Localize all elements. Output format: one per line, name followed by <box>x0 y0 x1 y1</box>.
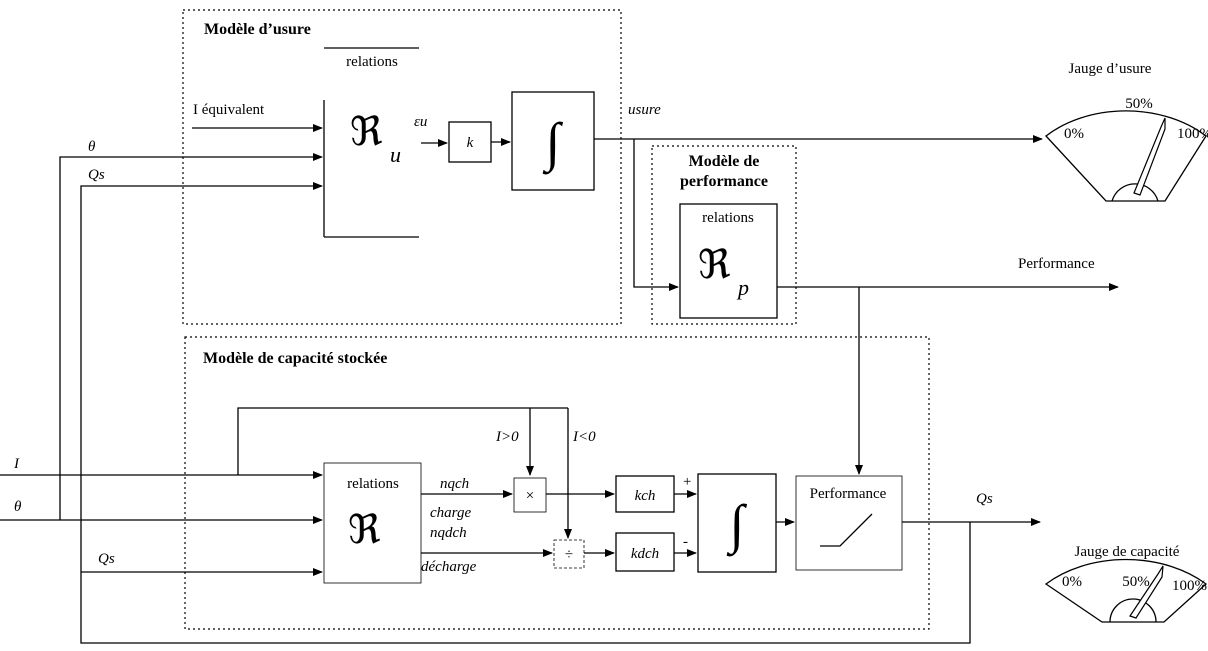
relations-p-label: relations <box>702 210 754 226</box>
gain-kch-label: kch <box>635 488 656 504</box>
qs-feed-line <box>80 182 323 572</box>
capacity-model-frame <box>184 336 930 630</box>
wear-gauge-mid: 50% <box>1125 96 1153 112</box>
multiply-block <box>513 477 547 513</box>
capacity-gauge-min: 0% <box>1062 574 1082 590</box>
integral-capacity-symbol: ∫ <box>727 494 748 557</box>
plus-sign: + <box>683 474 691 490</box>
wear-gauge-hub <box>1111 183 1159 202</box>
i-positive-label: I>0 <box>495 429 519 445</box>
performance-output-label: Performance <box>1018 256 1095 272</box>
capacity-gauge-hub <box>1109 598 1157 623</box>
divide-block <box>553 539 585 569</box>
performance-limiter-block <box>795 475 903 571</box>
saturation-curve <box>820 513 873 547</box>
relations-u-symbol: ℜ <box>350 109 383 154</box>
multiply-symbol: × <box>526 488 534 504</box>
capacity-model-title: Modèle de capacité stockée <box>203 350 387 367</box>
qs-output-label: Qs <box>976 491 993 507</box>
relations-capacity-symbol: ℜ <box>348 507 381 552</box>
wear-gauge-face <box>1045 110 1207 202</box>
minus-sign: - <box>683 534 688 550</box>
charge-label: charge <box>430 505 471 521</box>
relations-capacity-label: relations <box>347 476 399 492</box>
n-qch-label: nqch <box>440 476 469 492</box>
capacity-gauge-face <box>1044 558 1208 623</box>
wear-gauge-needle <box>1133 117 1166 196</box>
theta-top-label: θ <box>88 139 96 155</box>
gain-kch-block <box>615 475 675 513</box>
wear-gauge: Jauge d’usure 0% 50% 100% <box>1045 61 1208 202</box>
performance-limiter-label: Performance <box>810 486 887 502</box>
capacity-gauge-needle <box>1129 565 1164 619</box>
performance-model-title-line1: Modèle de <box>689 153 760 170</box>
qs-feedback-line <box>80 522 971 644</box>
relations-capacity-block <box>323 462 422 584</box>
current-loop-line <box>237 407 568 475</box>
relations-p-block <box>679 203 778 319</box>
capacity-gauge-max: 100% <box>1172 578 1207 594</box>
gain-kdch-label: kdch <box>631 546 659 562</box>
integral-u-block <box>511 91 595 191</box>
capacity-gauge: Jauge de capacité 0% 50% 100% <box>1044 544 1208 623</box>
theta-feed-line <box>59 153 323 520</box>
relations-p-symbol: ℜ <box>698 242 731 287</box>
relations-u-subscript: u <box>390 142 401 167</box>
wear-model-title: Modèle d’usure <box>204 21 311 38</box>
epsilon-u-label: εu <box>414 114 427 130</box>
integral-capacity-block <box>697 473 777 573</box>
i-left-label: I <box>13 456 20 472</box>
performance-model-title-line2: performance <box>680 173 768 190</box>
n-qdch-label: nqdch <box>430 525 467 541</box>
integral-u-symbol: ∫ <box>543 112 564 175</box>
relations-u-label: relations <box>346 54 398 70</box>
relations-p-subscript: p <box>736 275 749 300</box>
wear-gauge-min: 0% <box>1064 126 1084 142</box>
capacity-gauge-mid: 50% <box>1122 574 1150 590</box>
usure-to-performance-arrow <box>633 139 679 291</box>
qs-top-label: Qs <box>88 167 105 183</box>
gain-kdch-block <box>615 532 675 572</box>
performance-model-frame <box>651 145 797 325</box>
wear-gauge-title: Jauge d’usure <box>1069 61 1152 77</box>
i-equivalent-label: I équivalent <box>193 102 265 118</box>
i-negative-label: I<0 <box>572 429 596 445</box>
wear-model-frame <box>182 9 622 325</box>
theta-left-label: θ <box>14 499 22 515</box>
qs-left-label: Qs <box>98 551 115 567</box>
usure-label: usure <box>628 102 661 118</box>
wear-gauge-max: 100% <box>1177 126 1208 142</box>
divide-symbol: ÷ <box>565 547 573 563</box>
gain-k-label: k <box>467 135 474 151</box>
capacity-gauge-title: Jauge de capacité <box>1075 544 1180 560</box>
decharge-label: décharge <box>421 559 477 575</box>
